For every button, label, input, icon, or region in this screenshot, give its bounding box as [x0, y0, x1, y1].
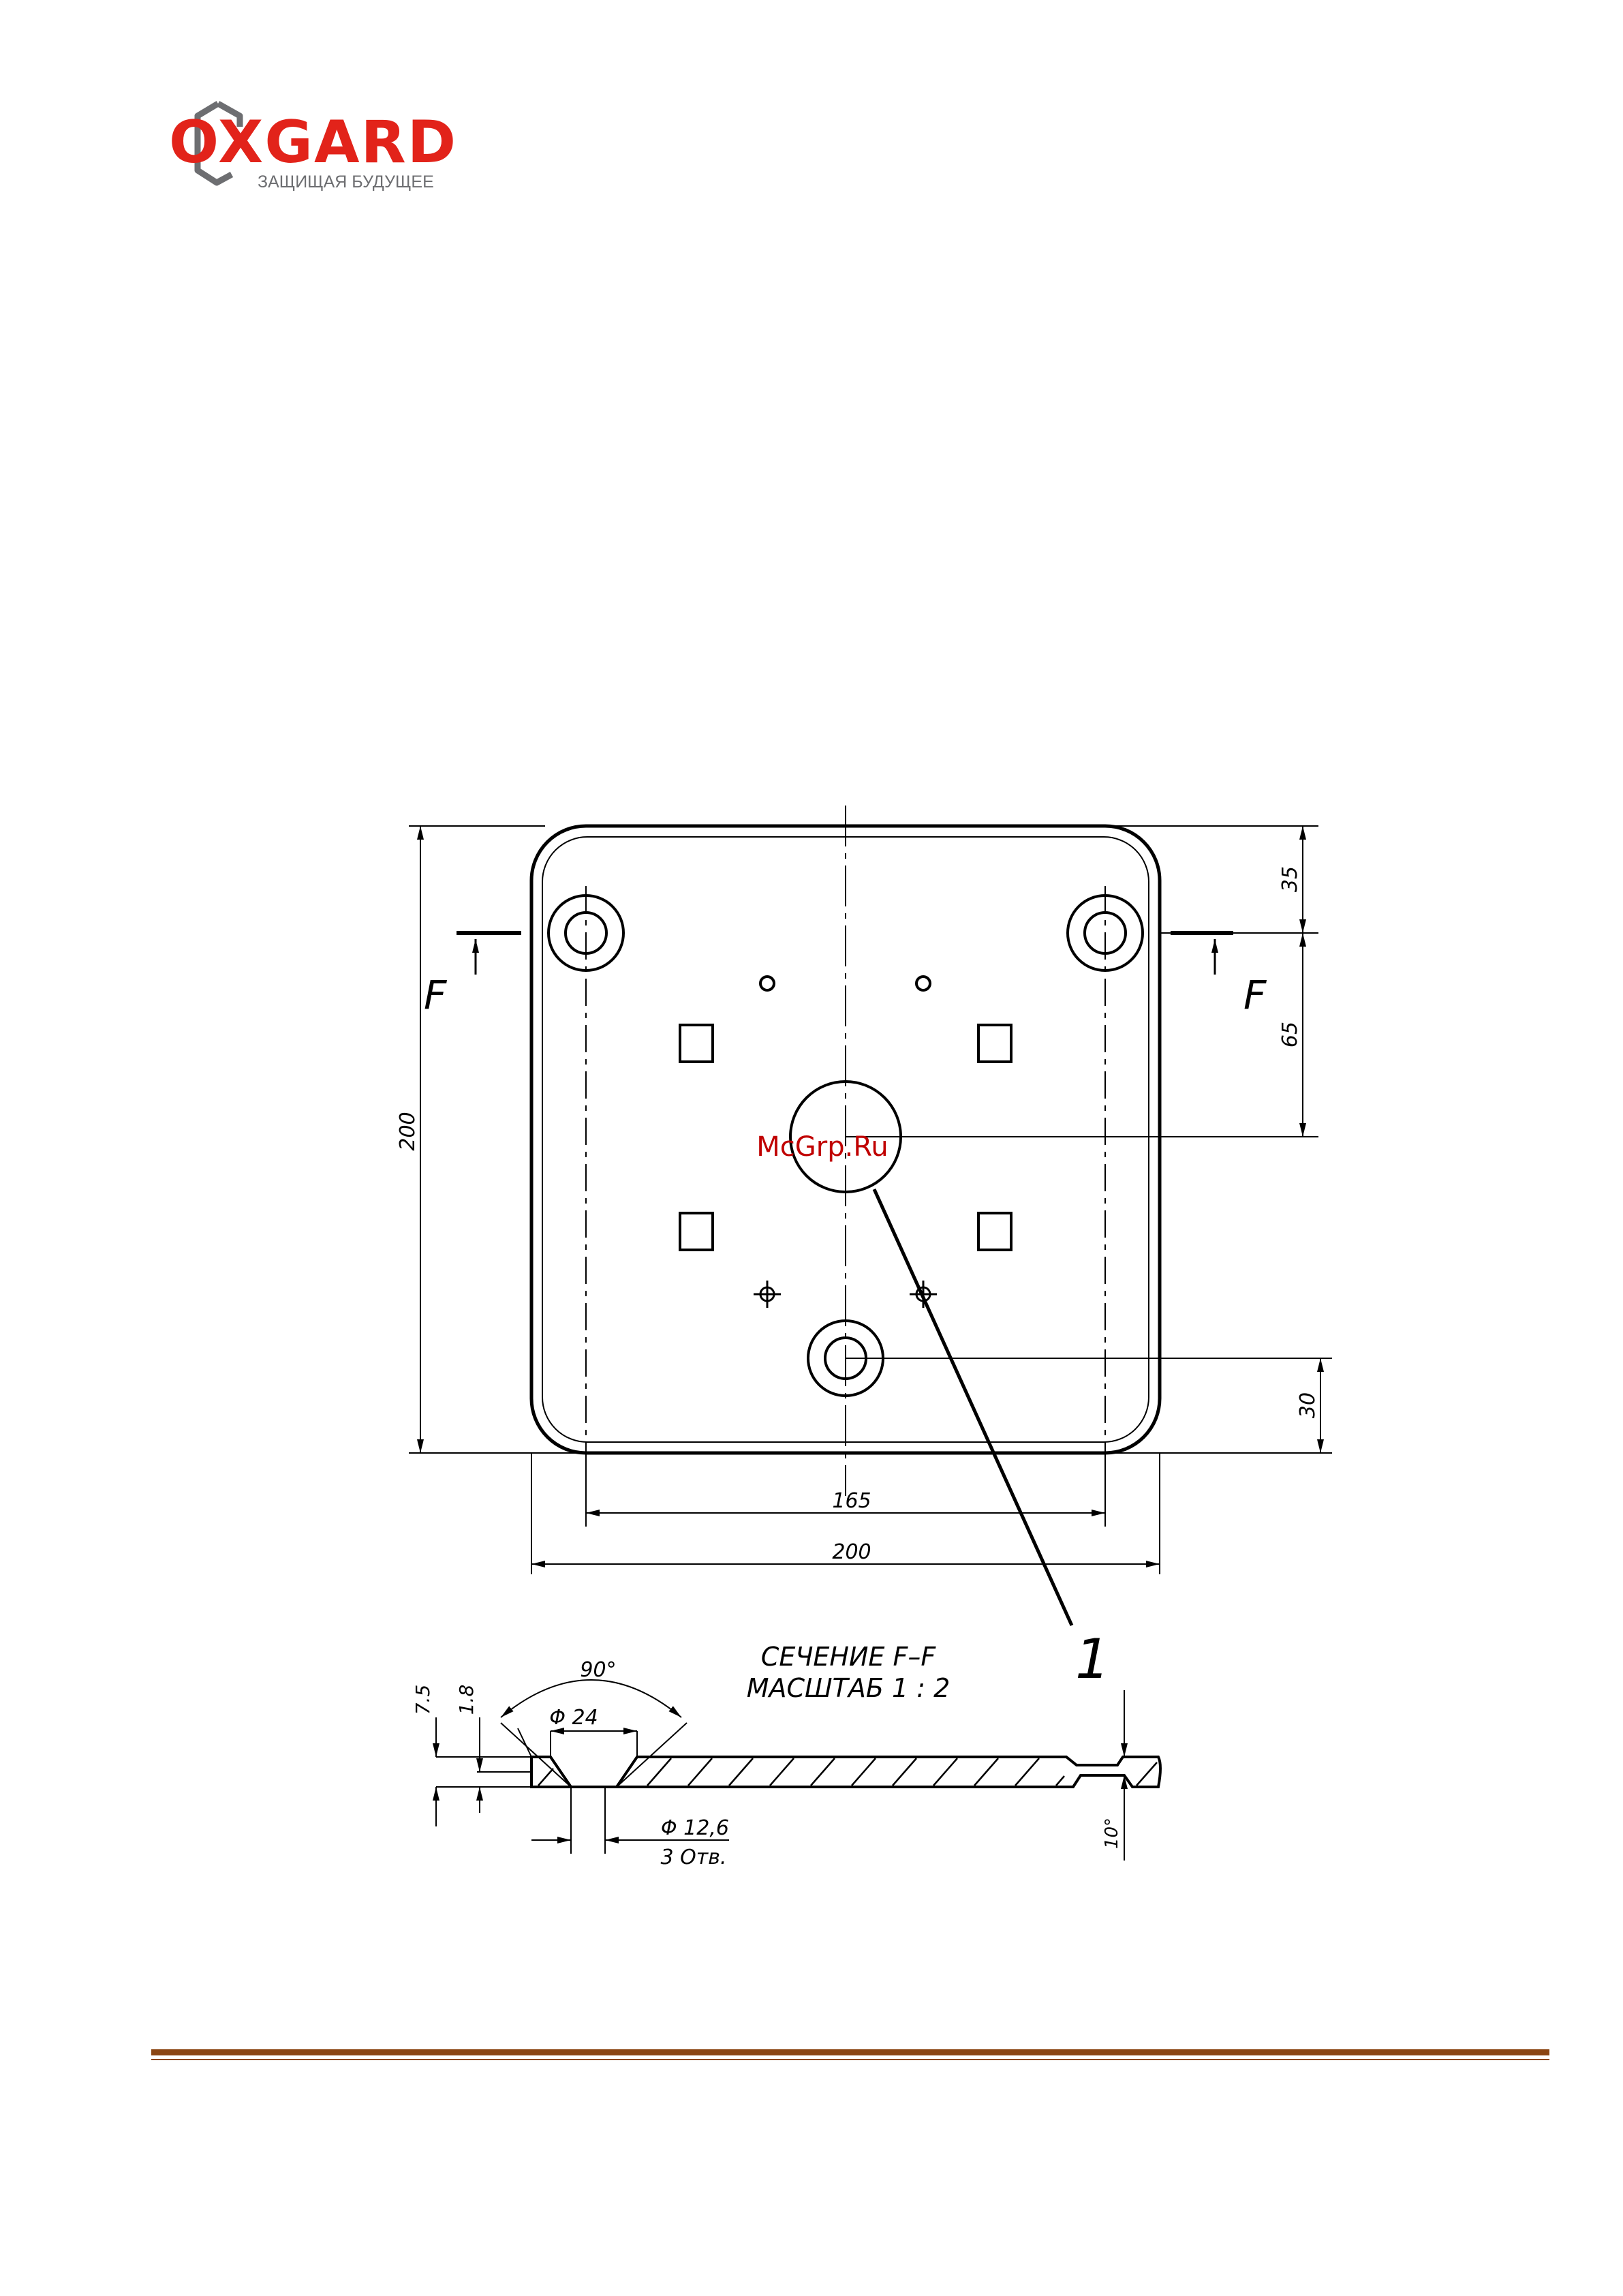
square-slot-bottom-right	[978, 1213, 1011, 1250]
section-plate-outline	[531, 1757, 1160, 1787]
pin-hole-right	[916, 977, 930, 990]
dim-mid-offset: 65	[1278, 1022, 1302, 1047]
oxgard-logo: OXGARD ЗАЩИЩАЯ БУДУЩЕЕ	[169, 104, 457, 192]
dim-width: 200	[832, 1540, 871, 1564]
section-scale: МАСШТАБ 1 : 2	[747, 1673, 950, 1703]
crosshair-mark-left	[754, 1281, 781, 1308]
watermark-text: McGrp.Ru	[756, 1131, 888, 1163]
dim-top-offset: 35	[1278, 866, 1302, 892]
section-thickness-label: 7.5	[412, 1685, 434, 1715]
callout-number: 1	[1075, 1627, 1110, 1691]
dim-bottom-offset: 30	[1296, 1392, 1320, 1418]
section-depth-label: 1.8	[455, 1685, 478, 1715]
square-slot-bottom-left	[680, 1213, 713, 1250]
logo-tagline: ЗАЩИЩАЯ БУДУЩЕЕ	[258, 172, 434, 192]
section-label-left: F	[424, 972, 448, 1018]
section-cut-left	[457, 933, 521, 975]
section-edge-angle: 10°	[1102, 1818, 1122, 1849]
section-hole-dia: Φ 12,6	[661, 1816, 729, 1840]
section-cut-right	[1171, 933, 1233, 975]
section-countersink-dia: Φ 24	[549, 1706, 598, 1730]
section-label-right: F	[1243, 972, 1267, 1018]
dim-hole-spacing: 165	[832, 1489, 871, 1513]
section-view	[436, 1680, 1160, 1861]
section-angle-label: 90°	[580, 1658, 616, 1682]
section-hole-count: 3 Отв.	[661, 1846, 727, 1869]
callout-leader	[874, 1189, 1072, 1625]
square-slot-top-right	[978, 1025, 1011, 1062]
section-title: СЕЧЕНИЕ F–F	[761, 1642, 937, 1672]
dim-height: 200	[396, 1112, 420, 1150]
logo-wordmark: OXGARD	[169, 108, 457, 177]
pin-hole-left	[760, 977, 774, 990]
footer-rule	[151, 2049, 1549, 2060]
dimension-lines	[409, 826, 1332, 1574]
section-hatching	[538, 1758, 1157, 1786]
square-slot-top-left	[680, 1025, 713, 1062]
